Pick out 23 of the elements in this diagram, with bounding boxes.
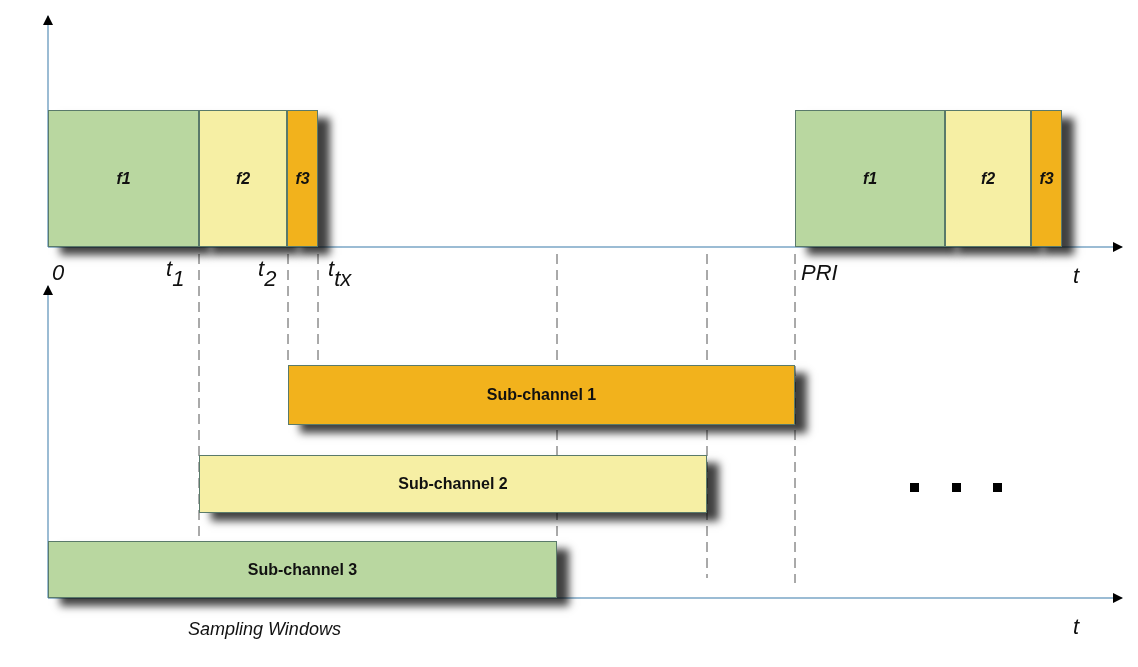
- frequency-block: [287, 110, 318, 247]
- frequency-label: f3: [1039, 169, 1054, 188]
- axis-label: t: [1073, 616, 1080, 638]
- frequency-block: [199, 110, 287, 247]
- axis-label: t: [1073, 265, 1080, 287]
- frequency-label: f1: [116, 169, 131, 188]
- bar-label: Sub-channel 2: [398, 475, 508, 493]
- bar-label: Sub-channel 3: [247, 560, 358, 579]
- caption-text: Sampling Windows: [188, 620, 341, 638]
- frequency-block: [1031, 110, 1062, 247]
- sub-channel-bar: [199, 455, 707, 513]
- time-tick-label: 0: [52, 262, 65, 284]
- frequency-block: [945, 110, 1031, 247]
- frequency-label: f1: [862, 169, 878, 188]
- frequency-label: f3: [295, 169, 310, 188]
- frequency-block: [795, 110, 945, 247]
- frequency-block: [48, 110, 199, 247]
- frequency-label: f2: [235, 169, 251, 188]
- frequency-label: f2: [980, 169, 996, 188]
- sub-channel-bar: [288, 365, 795, 425]
- bar-label: Sub-channel 1: [486, 386, 597, 404]
- sub-channel-bar: [48, 541, 557, 598]
- time-tick-label: PRI: [801, 262, 838, 284]
